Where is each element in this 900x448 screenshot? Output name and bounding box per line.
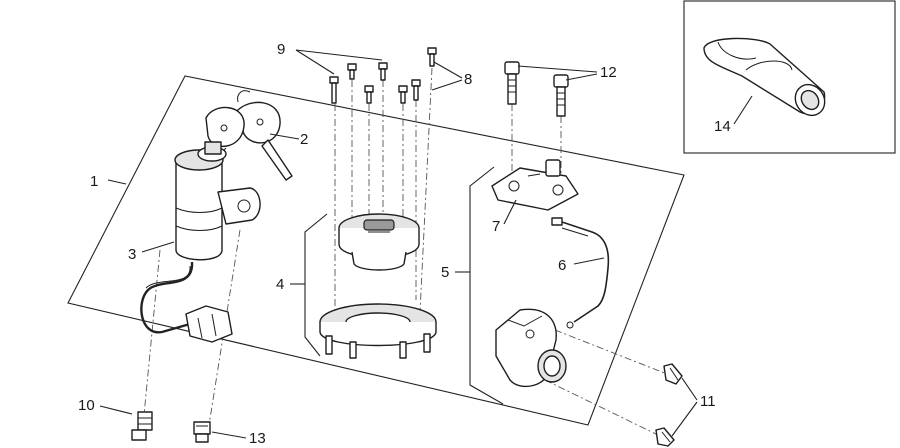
callout-4: 4	[276, 276, 284, 293]
screw-icon	[411, 79, 421, 101]
callout-3: 3	[128, 246, 136, 263]
inset-box	[683, 0, 896, 154]
callout-12: 12	[600, 64, 617, 81]
kit-outline-panel	[67, 75, 685, 426]
screw-group-9	[329, 62, 388, 104]
callout-2: 2	[300, 131, 308, 148]
filler-ring-icon	[319, 303, 437, 359]
bolt-group-12	[504, 61, 569, 117]
screw-icon	[329, 76, 339, 104]
ignition-lock-icon	[174, 141, 261, 261]
callout-10: 10	[78, 397, 95, 414]
callout-8: 8	[464, 71, 472, 88]
screw-icon	[398, 85, 408, 104]
fastener-10-icon	[131, 411, 153, 441]
lock-wiring-icon	[140, 261, 233, 343]
callout-13: 13	[249, 430, 266, 447]
screw-icon	[427, 47, 437, 67]
seat-lock-icon	[495, 308, 567, 388]
fuel-cap-icon	[338, 213, 420, 271]
bolt-icon	[504, 61, 520, 105]
callout-7: 7	[492, 218, 500, 235]
callout-11: 11	[700, 393, 716, 410]
callout-6: 6	[558, 257, 566, 274]
group-5-bracket	[469, 166, 504, 405]
keys-icon	[205, 90, 293, 181]
callout-14: 14	[714, 118, 731, 135]
screw-icon	[364, 85, 374, 104]
leader-lines	[99, 49, 753, 439]
fastener-11-top-icon	[663, 363, 683, 385]
callout-5: 5	[441, 264, 449, 281]
screw-icon	[347, 63, 357, 80]
bolt-icon	[553, 74, 569, 117]
tool-pouch-icon	[703, 37, 826, 117]
release-cable-icon	[551, 217, 610, 329]
callout-1: 1	[90, 173, 98, 190]
screw-icon	[378, 62, 388, 81]
screw-group-8	[364, 47, 437, 104]
fastener-11-bottom-icon	[655, 427, 675, 447]
callout-9: 9	[277, 41, 285, 58]
fastener-13-icon	[193, 421, 211, 443]
mounting-bracket-icon	[491, 159, 579, 211]
